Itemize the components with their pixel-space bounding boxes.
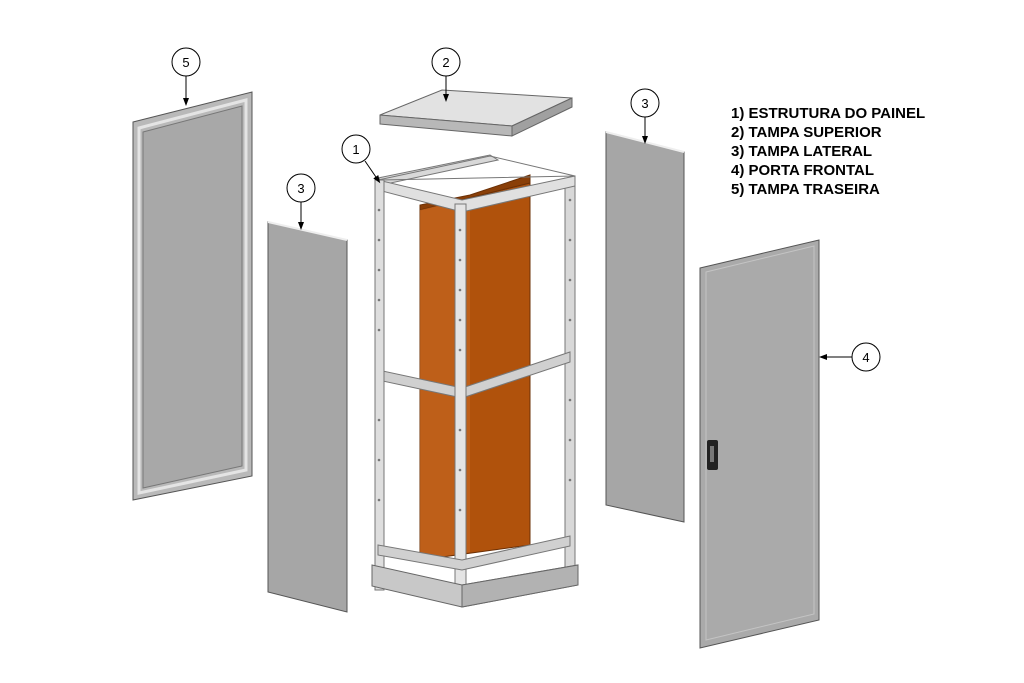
svg-text:3: 3 [641,96,648,111]
parts-legend: 1) ESTRUTURA DO PAINEL 2) TAMPA SUPERIOR… [731,104,925,199]
legend-item: 1) ESTRUTURA DO PAINEL [731,105,926,122]
callout-3-left: 3 [286,173,316,230]
svg-text:4: 4 [862,350,869,365]
legend-item: 5) TAMPA TRASEIRA [731,181,880,198]
callout-5: 5 [171,47,201,106]
svg-text:2: 2 [442,55,449,70]
legend-item: 4) PORTA FRONTAL [731,162,875,179]
legend-item: 3) TAMPA LATERAL [731,143,873,160]
side-cover-right-3 [605,131,685,523]
svg-text:5: 5 [182,55,189,70]
callout-3-right: 3 [630,88,660,144]
front-door-4 [699,239,820,649]
callout-1: 1 [341,134,381,184]
side-cover-left-3 [267,221,348,613]
callout-4: 4 [819,342,881,372]
callout-2: 2 [431,47,461,102]
rear-cover-5 [132,91,253,501]
frame-structure-1 [371,154,579,608]
svg-text:1: 1 [352,142,359,157]
svg-text:3: 3 [297,181,304,196]
legend-item: 2) TAMPA SUPERIOR [731,124,882,141]
top-cover-2 [379,89,573,137]
